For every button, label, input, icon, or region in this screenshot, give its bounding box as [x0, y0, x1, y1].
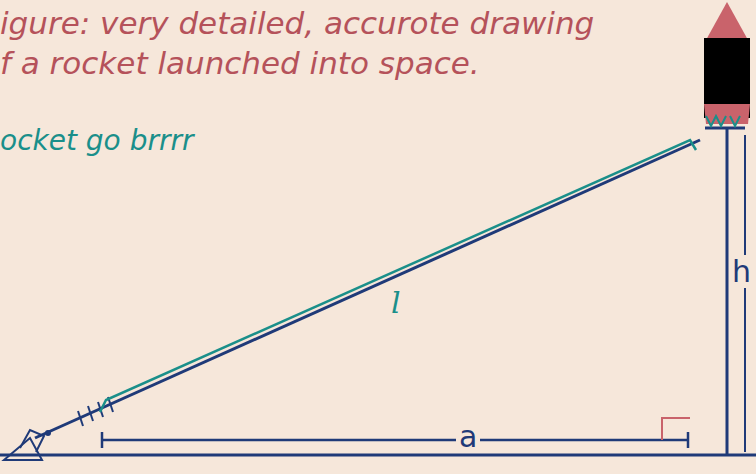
note-text: ocket go brrrr [0, 126, 193, 157]
length-label: l [388, 286, 404, 319]
launcher [4, 430, 50, 460]
right-angle-mark [662, 418, 690, 440]
exhaust-marks [78, 397, 113, 426]
rocket [704, 2, 750, 126]
title-line: f a rocket launched into space. [0, 46, 480, 80]
title-line: igure: very detailed, accurote drawing [0, 6, 594, 40]
ground-line [0, 454, 756, 457]
height-side [726, 128, 729, 455]
base-label: a [456, 420, 480, 453]
a-dimension [102, 439, 688, 442]
height-label: h [729, 255, 754, 288]
l-dimension [100, 140, 696, 412]
trajectory-line [35, 140, 700, 438]
h-dimension [744, 135, 746, 452]
